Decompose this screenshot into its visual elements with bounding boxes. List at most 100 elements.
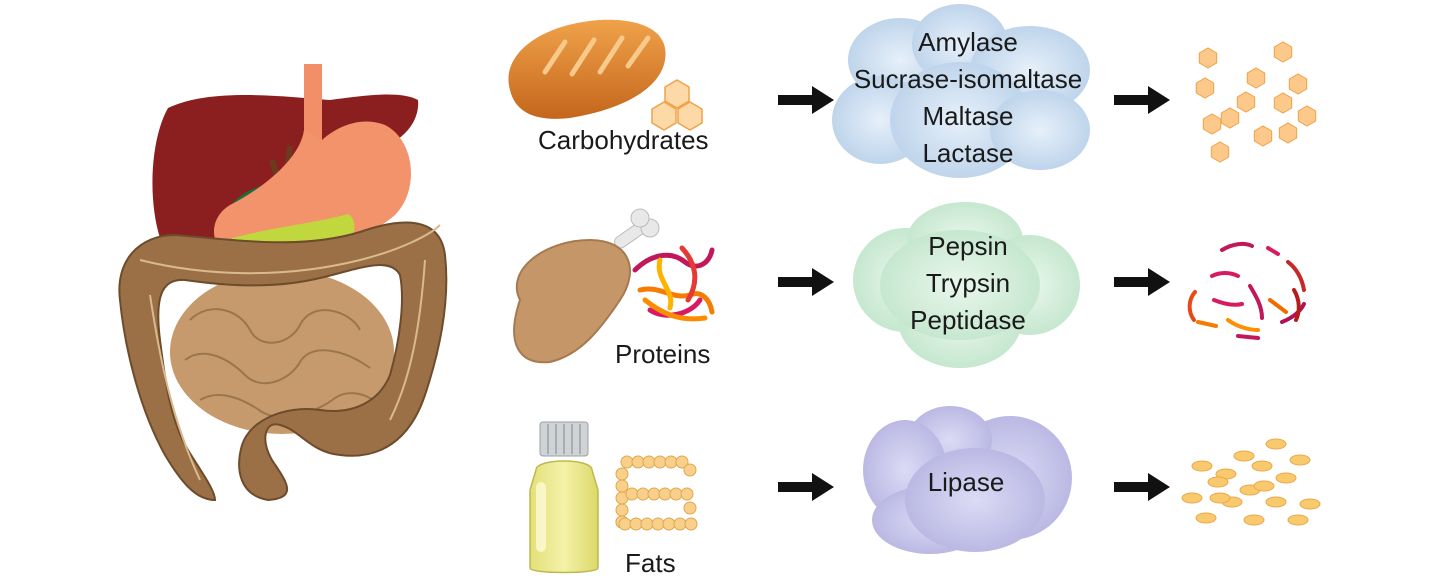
arrow-food-to-enzyme-2 bbox=[778, 268, 834, 296]
fat-molecule-bead bbox=[615, 467, 629, 481]
peptide-fragment bbox=[1196, 320, 1218, 328]
fat-molecule-bead bbox=[683, 463, 697, 477]
fat-molecule-bead bbox=[658, 487, 672, 501]
peptide-fragment bbox=[1236, 334, 1260, 340]
drumstick-icon bbox=[513, 208, 660, 364]
enzyme-name: Maltase bbox=[922, 101, 1014, 131]
sugar-hexagons-icon bbox=[1195, 41, 1317, 163]
fat-molecule-bead bbox=[683, 501, 697, 515]
arrow-enzyme-to-product-1 bbox=[1114, 86, 1170, 114]
stomach-shape bbox=[213, 121, 412, 259]
enzyme-name: Pepsin bbox=[928, 231, 1008, 261]
enzyme-name: Amylase bbox=[918, 27, 1018, 57]
glucose-hexagon bbox=[1198, 47, 1218, 69]
fatty-acid-droplet bbox=[1209, 492, 1231, 504]
fatty-acid-droplet bbox=[1251, 460, 1273, 472]
arrow-food-to-enzyme-3 bbox=[778, 473, 834, 501]
arrow-enzyme-to-product-2 bbox=[1114, 268, 1170, 296]
fat-molecule-bead bbox=[642, 455, 656, 469]
fat-molecule-bead bbox=[615, 503, 629, 517]
colon-ridges bbox=[139, 224, 441, 481]
enzyme-name: Trypsin bbox=[925, 268, 1011, 298]
enzyme-cloud-carbohydrates bbox=[832, 4, 1090, 178]
glucose-hexagon bbox=[1246, 67, 1266, 89]
food-label-proteins: Proteins bbox=[615, 339, 711, 369]
peptide-fragment bbox=[1266, 246, 1280, 256]
peptide-fragment bbox=[1220, 241, 1254, 252]
glucose-hexagon bbox=[1278, 122, 1298, 144]
glucose-hexagon bbox=[1253, 125, 1273, 147]
peptide-fragment bbox=[1212, 298, 1244, 307]
enzyme-cloud-fats bbox=[863, 406, 1072, 554]
fatty-acid-droplet bbox=[1195, 512, 1217, 524]
fat-molecule-chain-icon bbox=[615, 455, 698, 531]
peptide-fragment bbox=[1292, 288, 1301, 322]
glucose-hexagon bbox=[1288, 73, 1308, 95]
fat-molecule-bead bbox=[625, 487, 639, 501]
digestive-system-icon bbox=[118, 64, 448, 502]
enzyme-name: Sucrase-isomaltase bbox=[853, 64, 1083, 94]
fatty-acid-droplet bbox=[1299, 498, 1321, 510]
glucose-hexagon bbox=[1210, 141, 1230, 163]
glucose-hexagon bbox=[1273, 41, 1293, 63]
enzyme-name: Peptidase bbox=[910, 305, 1026, 335]
fatty-acid-droplet bbox=[1207, 476, 1229, 488]
fat-molecule-bead bbox=[629, 517, 643, 531]
glucose-hexagon bbox=[1236, 91, 1256, 113]
fat-molecule-bead bbox=[662, 517, 676, 531]
glucose-hexagon bbox=[1273, 92, 1293, 114]
fat-molecule-bead bbox=[640, 517, 654, 531]
enzyme-cloud-proteins bbox=[853, 202, 1080, 368]
carb-hexagon-cluster-icon bbox=[651, 79, 703, 131]
fatty-acid-droplet bbox=[1243, 514, 1265, 526]
peptide-fragment bbox=[1210, 271, 1240, 278]
fat-molecule-bead bbox=[631, 455, 645, 469]
glucose-hexagon bbox=[1202, 113, 1222, 135]
fatty-acid-droplet bbox=[1275, 472, 1297, 484]
glucose-hexagon bbox=[1195, 77, 1215, 99]
fatty-acid-droplet bbox=[1181, 492, 1203, 504]
fat-molecule-bead bbox=[651, 517, 665, 531]
enzyme-name: Lipase bbox=[927, 467, 1005, 497]
peptide-fragment bbox=[1280, 302, 1306, 324]
fat-molecule-bead bbox=[673, 517, 687, 531]
fat-molecule-bead bbox=[653, 455, 667, 469]
fatty-acid-droplet bbox=[1253, 480, 1275, 492]
enzyme-list-carbohydrates: Amylase Sucrase-isomaltase Maltase Lacta… bbox=[840, 24, 1096, 172]
fatty-acid-droplet bbox=[1233, 450, 1255, 462]
bread-icon bbox=[508, 19, 666, 119]
fatty-acid-droplets-icon bbox=[1181, 438, 1321, 526]
peptide-fragments-icon bbox=[1187, 241, 1306, 340]
arrows bbox=[778, 86, 1170, 501]
enzyme-list-proteins: Pepsin Trypsin Peptidase bbox=[880, 228, 1056, 339]
fat-molecule-bead bbox=[647, 487, 661, 501]
food-label-carbohydrates: Carbohydrates bbox=[538, 125, 709, 155]
fat-molecule-bead bbox=[615, 479, 629, 493]
arrow-enzyme-to-product-3 bbox=[1114, 473, 1170, 501]
glucose-hexagon bbox=[1220, 107, 1240, 129]
peptide-fragment bbox=[1226, 318, 1260, 332]
fat-molecule-bead bbox=[620, 455, 634, 469]
fat-molecule-bead bbox=[618, 517, 632, 531]
peptide-fragment bbox=[1268, 298, 1288, 314]
oil-bottle-icon bbox=[529, 421, 599, 574]
fatty-acid-droplet bbox=[1289, 454, 1311, 466]
fat-molecule-bead bbox=[636, 487, 650, 501]
fat-molecule-bead bbox=[680, 487, 694, 501]
enzyme-list-fats: Lipase bbox=[900, 464, 1032, 501]
fat-molecule-bead bbox=[684, 517, 698, 531]
protein-structure-icon bbox=[632, 245, 715, 322]
enzyme-name: Lactase bbox=[922, 138, 1014, 168]
peptide-fragment bbox=[1187, 290, 1197, 322]
fat-molecule-bead bbox=[675, 455, 689, 469]
fat-molecule-bead bbox=[669, 487, 683, 501]
glucose-hexagon bbox=[1297, 105, 1317, 127]
fatty-acid-droplet bbox=[1287, 514, 1309, 526]
peptide-fragment bbox=[1248, 284, 1264, 320]
fat-molecule-bead bbox=[664, 455, 678, 469]
esophagus-shape bbox=[304, 64, 322, 144]
fatty-acid-droplet bbox=[1191, 460, 1213, 472]
arrow-food-to-enzyme-1 bbox=[778, 86, 834, 114]
fatty-acid-droplet bbox=[1265, 438, 1287, 450]
